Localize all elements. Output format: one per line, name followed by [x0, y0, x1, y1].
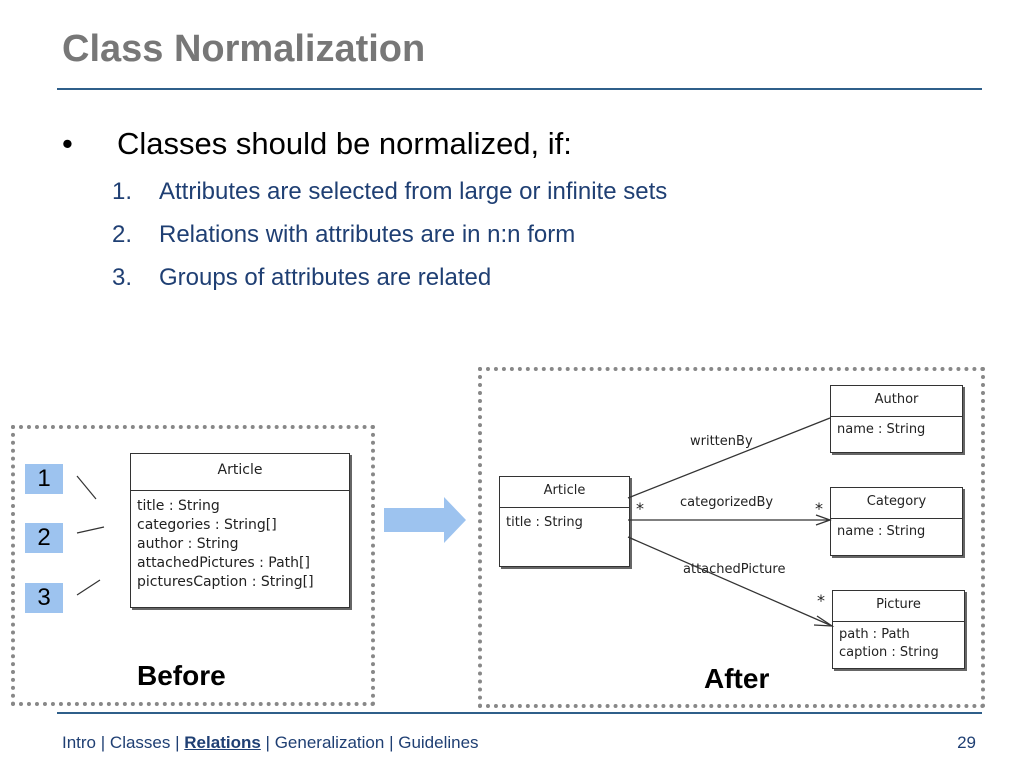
attribute: name : String — [837, 524, 926, 539]
before-diagram-frame — [11, 425, 375, 706]
before-label: Before — [137, 660, 226, 691]
multiplicity-label: * — [817, 591, 825, 610]
nav-link-guidelines[interactable]: Guidelines — [398, 733, 479, 752]
after-diagram-frame — [478, 367, 985, 708]
condition-text: Attributes are selected from large or in… — [159, 178, 668, 205]
multiplicity-label: * — [636, 499, 644, 518]
class-name: Picture — [833, 591, 964, 622]
badge-1: 1 — [25, 464, 63, 494]
badge-3: 3 — [25, 583, 63, 613]
attribute: title : String — [506, 515, 583, 530]
nav-separator: | — [175, 733, 180, 752]
condition-text: Relations with attributes are in n:n for… — [159, 221, 576, 248]
class-attributes: path : Path caption : String — [833, 622, 964, 666]
bullet-text: Classes should be normalized, if: — [117, 126, 572, 161]
class-name: Author — [831, 386, 962, 417]
nav-link-classes[interactable]: Classes — [109, 733, 171, 752]
attribute: attachedPictures : Path[] — [137, 555, 310, 571]
nav-link-generalization[interactable]: Generalization — [274, 733, 385, 752]
page-number: 29 — [957, 733, 976, 752]
after-article-class: Article title : String — [499, 476, 630, 567]
footer-rule — [57, 712, 982, 714]
attribute: author : String — [137, 536, 239, 552]
condition-number: 3. — [112, 264, 133, 291]
attribute: name : String — [837, 422, 926, 437]
class-attributes: name : String — [831, 417, 962, 443]
transition-arrow-icon — [384, 497, 466, 543]
nav-separator: | — [389, 733, 394, 752]
condition-number: 2. — [112, 221, 133, 248]
author-class: Author name : String — [830, 385, 963, 453]
nav-link-intro[interactable]: Intro — [62, 733, 97, 752]
class-attributes: name : String — [831, 519, 962, 545]
class-attributes: title : String — [500, 508, 629, 537]
class-name: Category — [831, 488, 962, 519]
slide-title: Class Normalization — [62, 28, 426, 70]
condition-text: Groups of attributes are related — [159, 264, 492, 291]
attached-picture-label: attachedPicture — [683, 562, 786, 577]
attribute: picturesCaption : String[] — [137, 574, 314, 590]
title-underline — [57, 88, 982, 90]
bullet-icon: • — [62, 126, 73, 161]
class-attributes: title : String categories : String[] aut… — [131, 491, 349, 598]
picture-class: Picture path : Path caption : String — [832, 590, 965, 669]
attribute: categories : String[] — [137, 517, 277, 533]
after-label: After — [704, 663, 770, 694]
categorized-by-label: categorizedBy — [680, 495, 774, 510]
condition-number: 1. — [112, 178, 133, 205]
multiplicity-label: * — [815, 499, 823, 518]
category-class: Category name : String — [830, 487, 963, 556]
written-by-label: writtenBy — [690, 434, 753, 449]
badge-2: 2 — [25, 523, 63, 553]
nav-separator: | — [265, 733, 270, 752]
before-article-class: Article title : String categories : Stri… — [130, 453, 350, 608]
footer-navigation: Intro | Classes | Relations | Generaliza… — [62, 734, 479, 751]
class-name: Article — [131, 454, 349, 491]
nav-separator: | — [100, 733, 106, 752]
attribute: path : Path — [839, 627, 910, 642]
attribute: title : String — [137, 498, 220, 514]
class-name: Article — [500, 477, 629, 508]
attribute: caption : String — [839, 645, 939, 660]
nav-link-relations[interactable]: Relations — [184, 733, 261, 752]
